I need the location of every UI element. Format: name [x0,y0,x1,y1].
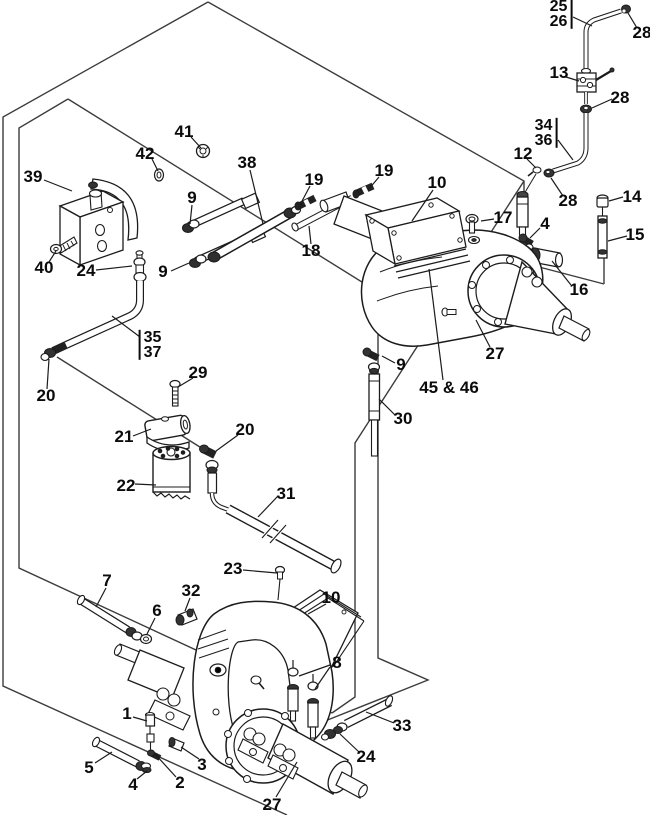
leader-line-24 [95,265,133,271]
upper-output-cone [504,260,591,342]
upper-cover-10 [364,197,467,266]
leader-line-13 [565,76,580,82]
clamp-28-low [543,168,555,178]
leader-line-21 [132,428,152,437]
leader-line-10 [411,189,434,222]
tube-34-36 [552,113,589,174]
nut-4-lower [140,762,152,773]
leader-line-32 [184,597,191,612]
fitting-32 [175,608,198,626]
leader-line-10 [307,603,327,615]
leader-line-8 [298,664,331,677]
lower-input-shaft [113,643,191,731]
hose-line-12 [523,173,537,195]
leader-line-2 [154,753,177,778]
leader-line-7 [95,587,107,608]
leader-line-1 [132,716,148,722]
hose-35-37 [64,281,144,349]
elbow-20-left [40,341,68,362]
tube-30 [368,373,381,457]
leader-line-6 [146,617,156,635]
leader-line-8 [314,666,331,690]
leader-line-3 [180,746,200,760]
leader-line-28 [550,177,564,197]
leader-line-5 [94,751,113,764]
leader-line-15 [607,235,628,242]
leader-line-9 [381,355,396,364]
plates-45-46 [393,248,471,279]
leader-line-30 [378,398,396,416]
leader-line-40 [48,250,57,263]
leader-line-19 [367,176,380,191]
leader-line-27 [275,761,298,798]
washer-42 [153,168,165,182]
elbow-19-left [294,194,317,211]
bolt-17 [465,213,481,245]
leader-line-24 [339,733,360,753]
leader-line-38 [249,169,264,225]
nut-41 [195,143,211,159]
leader-line-20 [46,358,50,390]
leader-line-20 [215,434,239,452]
leader-line-27 [475,319,491,348]
elbow-20-right [199,444,230,513]
leader-line-34-36 [557,139,574,161]
fitting-2 [146,733,162,761]
leader-line-18 [308,225,312,245]
elbow-9-center [362,347,381,375]
leader-line-9 [189,204,193,225]
leader-line-9 [170,262,190,272]
leader-line-23 [242,569,278,574]
bolt-29 [169,379,181,407]
upper-gearbox [319,191,591,347]
clamp-28-mid [580,104,592,114]
tube-below-12 [516,190,529,236]
leader-line-42 [151,158,159,172]
leader-line-41 [190,136,202,149]
bolt-23 [274,565,286,601]
leader-line-45-46 [428,268,444,381]
valve-13 [576,67,615,104]
fitting-12 [527,166,542,177]
leader-line-25-26 [572,16,593,27]
hose-31 [225,504,342,574]
nut-6 [139,633,153,645]
leader-line-19 [300,185,311,204]
leader-line-4 [529,227,541,239]
fittings-8 [287,660,319,739]
pipe-25-26 [583,8,622,70]
lower-gearbox [76,565,394,799]
tube-15 [597,215,608,259]
leader-line-31 [257,495,279,518]
leader-line-12 [526,158,537,169]
leader-line-35-37 [111,315,141,338]
fittings-24-lower [320,722,348,741]
hose-7 [76,594,143,641]
leader-line-14 [608,196,624,202]
leader-line-28 [591,98,613,109]
filter-22 [152,445,191,500]
leader-line-22 [134,483,157,486]
bolt-40 [49,236,78,255]
cap-14 [596,194,609,216]
leader-line-17 [480,218,495,222]
leader-line-28 [627,12,638,29]
leader-line-33 [365,711,395,724]
cap-28-top [621,4,631,14]
fitting-3 [168,737,185,752]
leader-line-29 [177,377,194,388]
leader-line-16 [551,260,572,286]
leader-line-4 [136,770,148,780]
leader-line-39 [43,179,73,192]
elbow-4-upper [518,233,534,251]
hose-9-upper [182,192,261,233]
